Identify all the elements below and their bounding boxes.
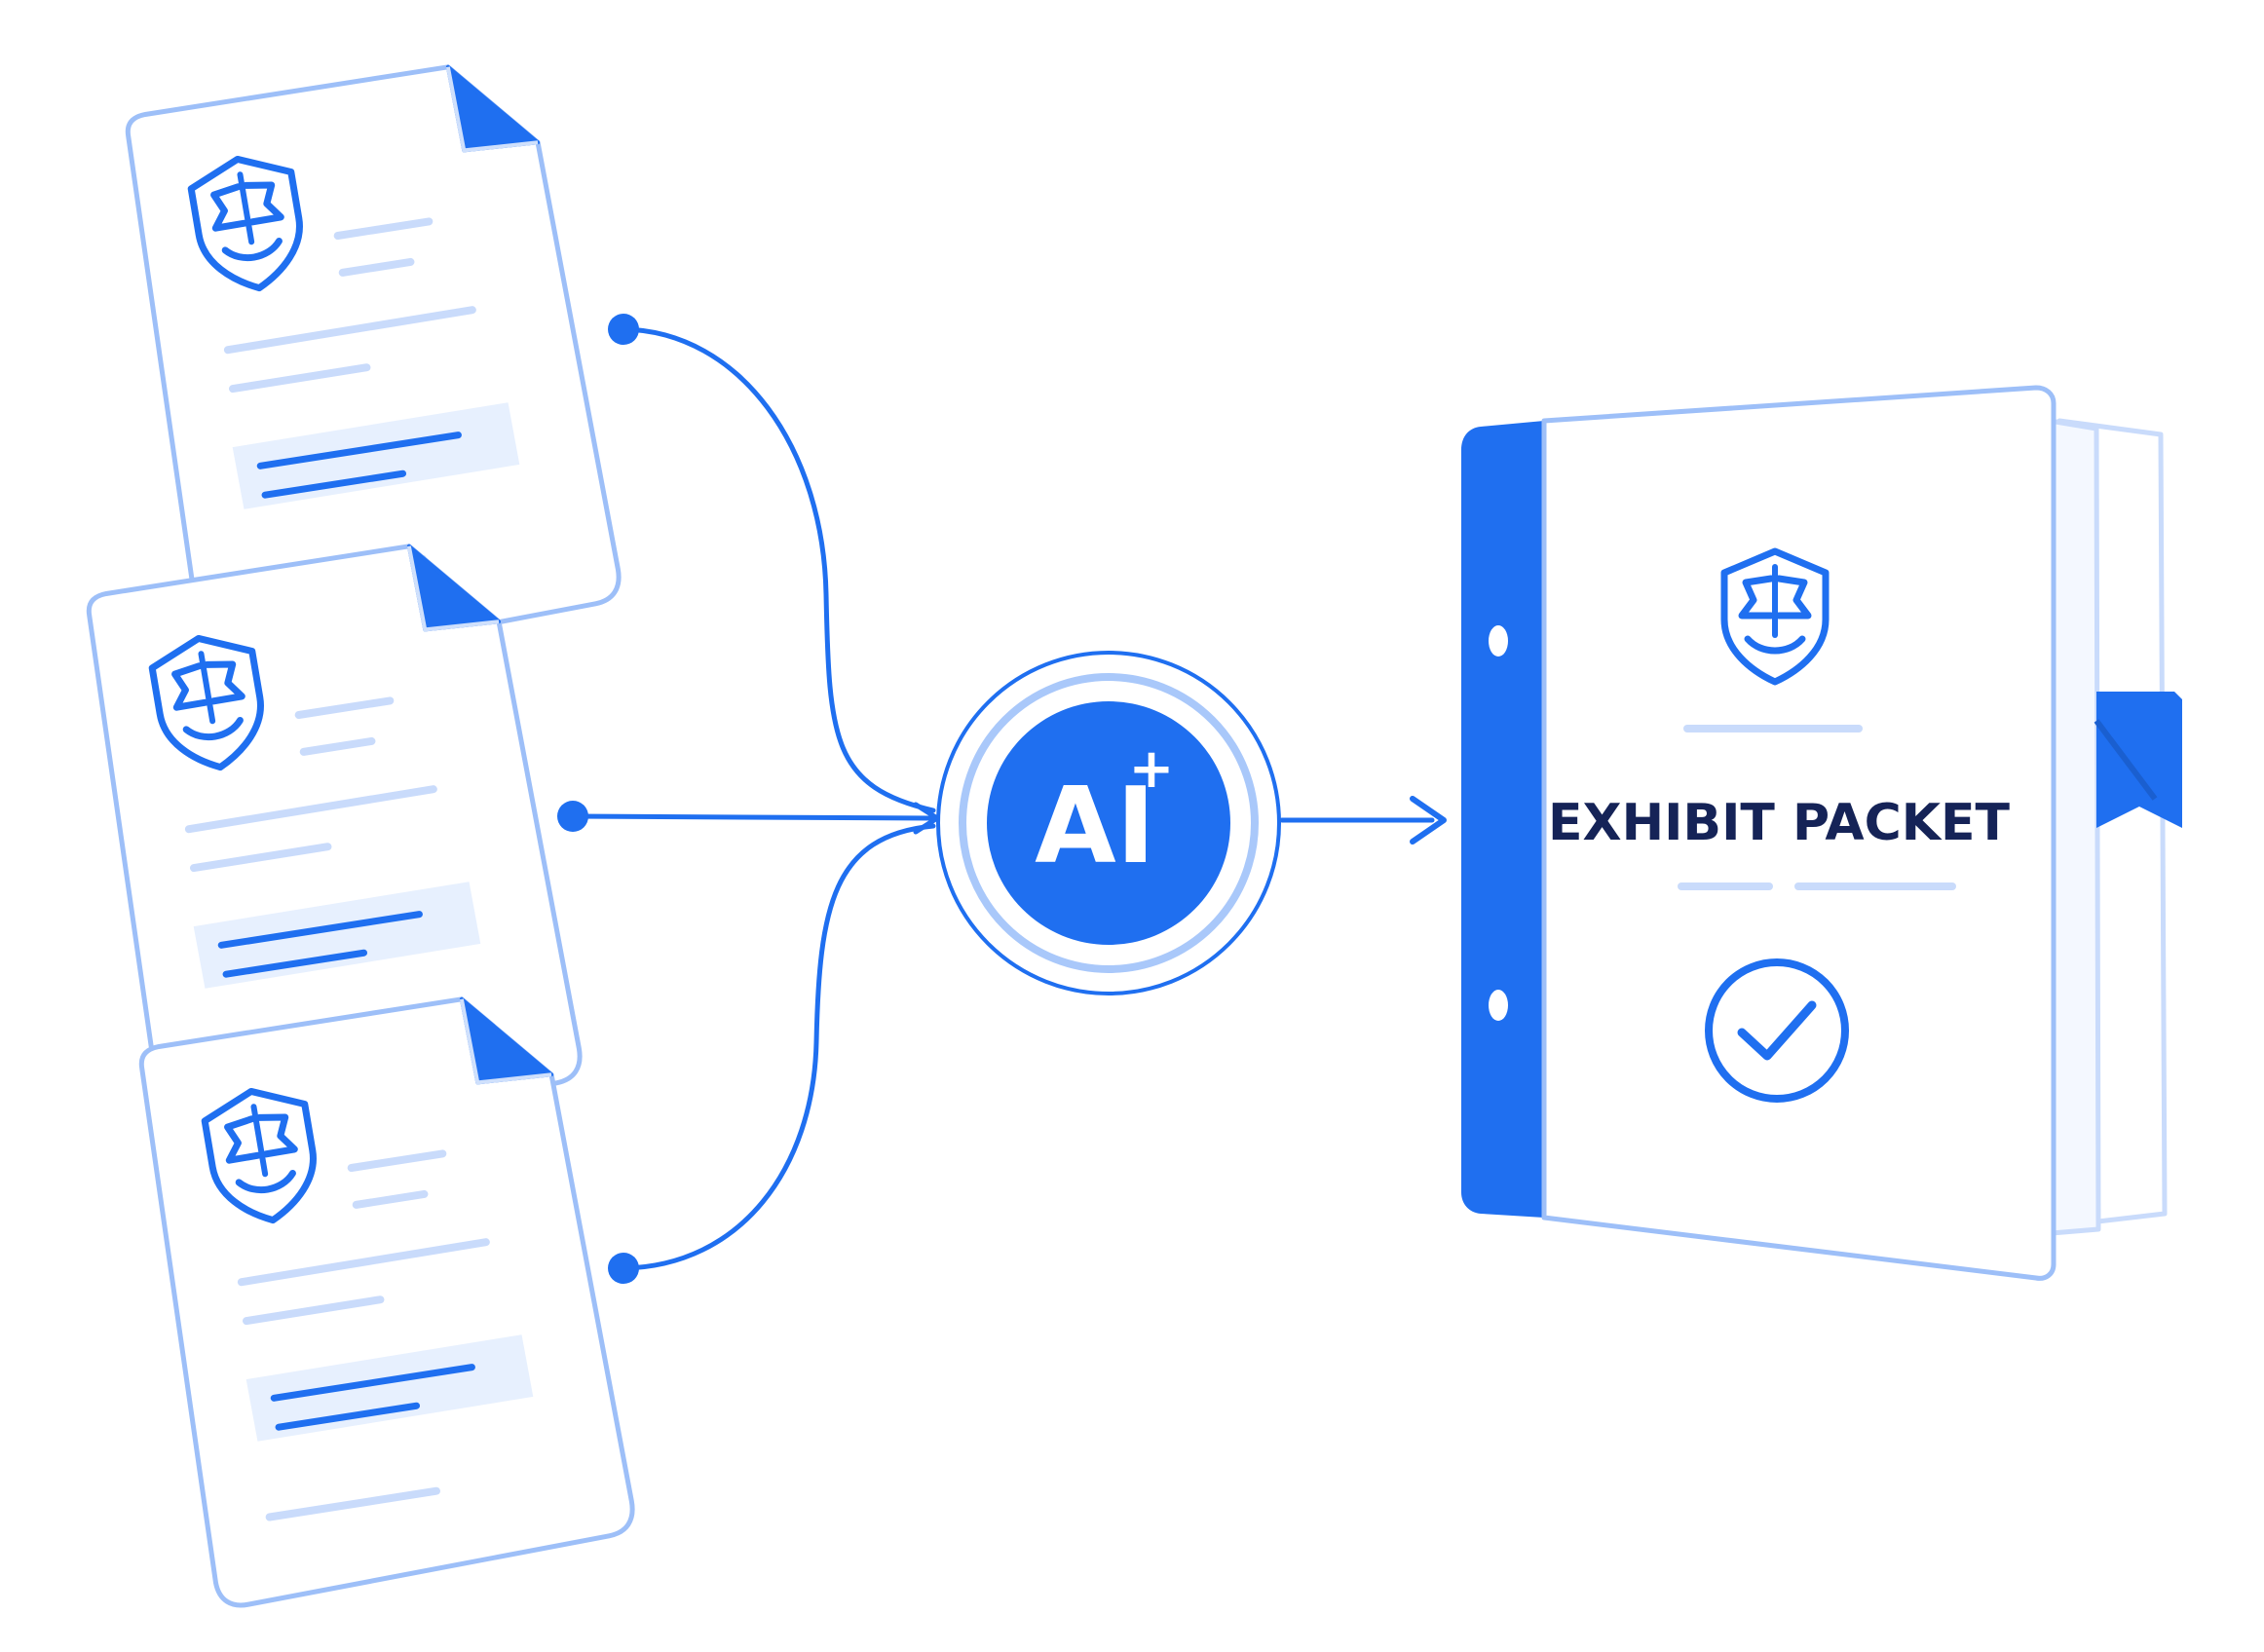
connector-node-3 (608, 1253, 639, 1284)
connector-node-1 (608, 314, 639, 345)
arrow-head-icon (1410, 796, 1447, 845)
ai-processor-badge: AI + (936, 651, 1281, 995)
ai-badge-plus: + (1129, 737, 1175, 801)
check-circle-icon (1705, 958, 1849, 1103)
source-document-3 (140, 995, 635, 1607)
connector-lines (570, 326, 1435, 1271)
ai-badge-label: AI (1035, 766, 1155, 887)
exhibit-packet-binder: EXHIBIT PACKET (1461, 385, 2182, 1281)
connector-node-2 (557, 801, 588, 832)
packet-title: EXHIBIT PACKET (1548, 794, 2011, 852)
